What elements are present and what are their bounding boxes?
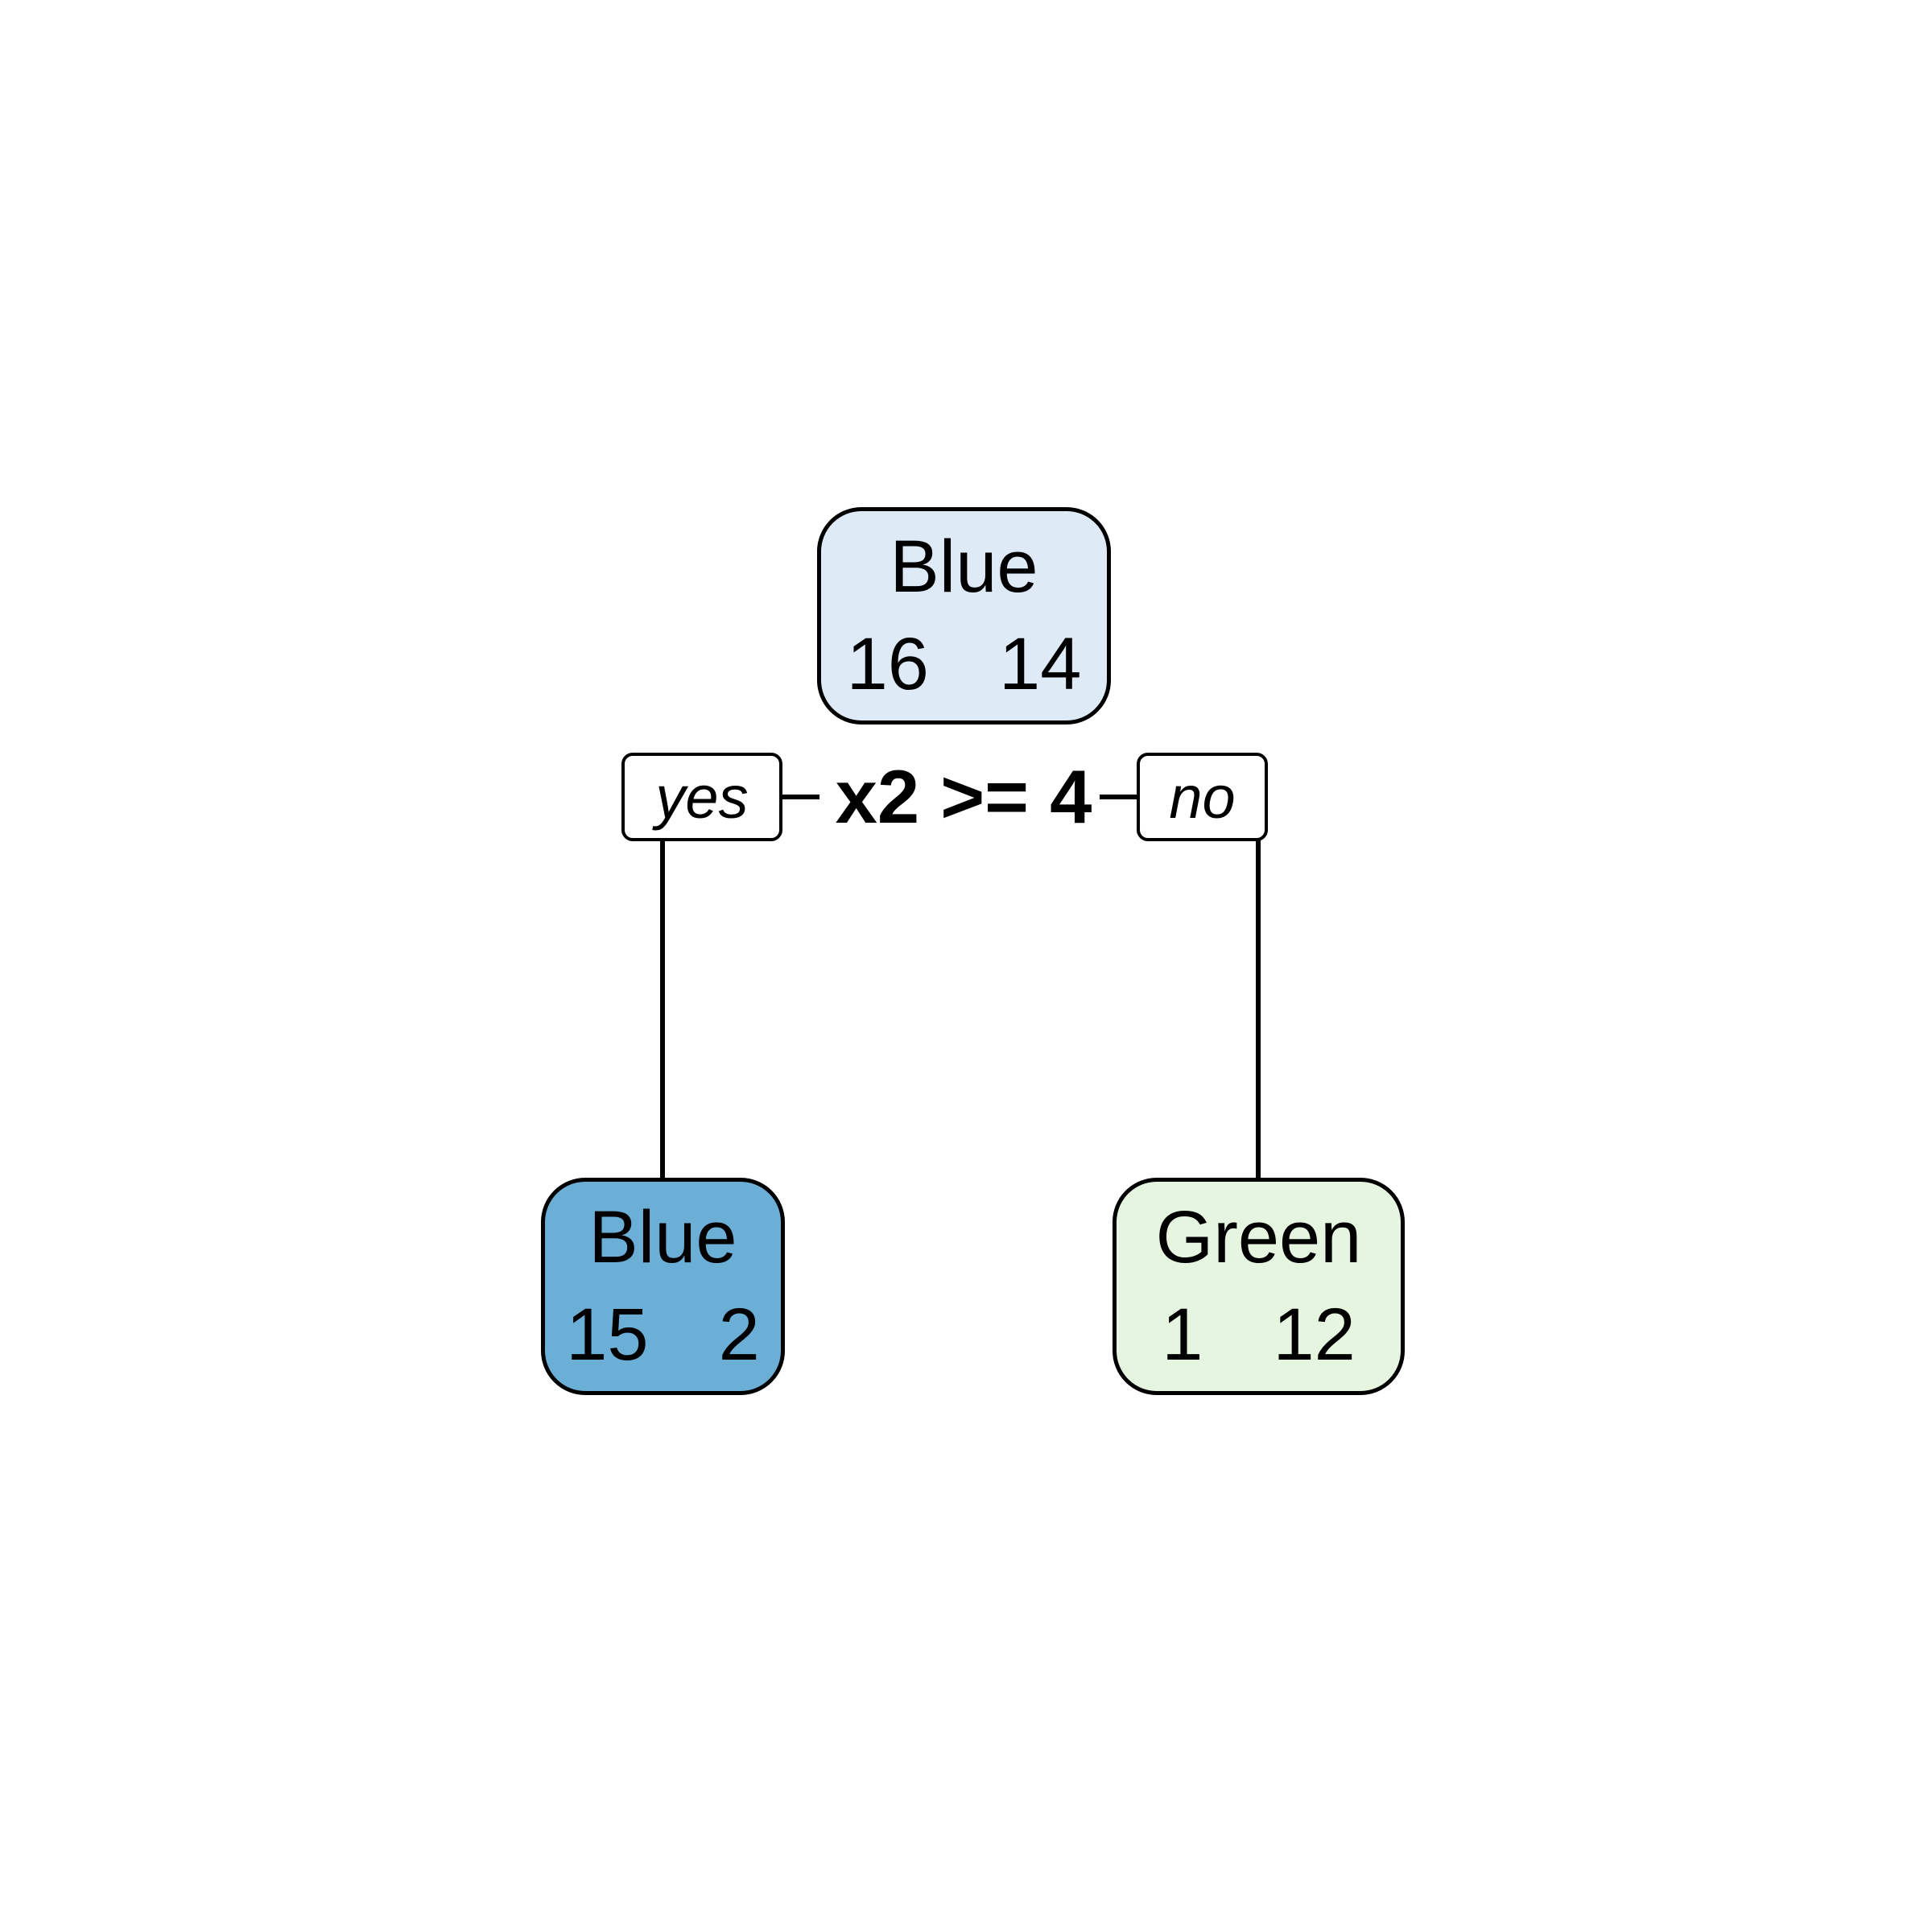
- right-leaf-counts: 1 12: [1162, 1294, 1356, 1376]
- yes-branch-line: [660, 840, 665, 1178]
- left-leaf-node: Blue 15 2: [541, 1178, 785, 1395]
- right-leaf-node: Green 1 12: [1113, 1178, 1405, 1395]
- yes-dash-connector: [782, 795, 819, 799]
- no-branch-badge: no: [1137, 753, 1268, 841]
- root-node: Blue 16 14: [817, 507, 1111, 724]
- no-branch-line: [1256, 840, 1261, 1178]
- no-branch-label: no: [1169, 763, 1236, 831]
- left-leaf-class-label: Blue: [588, 1195, 737, 1278]
- root-node-class-label: Blue: [890, 525, 1038, 608]
- split-condition-label: x2 >= 4: [835, 754, 1092, 839]
- right-leaf-class-label: Green: [1155, 1195, 1362, 1278]
- yes-branch-badge: yes: [621, 753, 782, 841]
- yes-branch-label: yes: [655, 763, 749, 831]
- root-node-counts: 16 14: [846, 623, 1082, 705]
- left-leaf-counts: 15 2: [566, 1294, 760, 1376]
- no-dash-connector: [1100, 795, 1137, 799]
